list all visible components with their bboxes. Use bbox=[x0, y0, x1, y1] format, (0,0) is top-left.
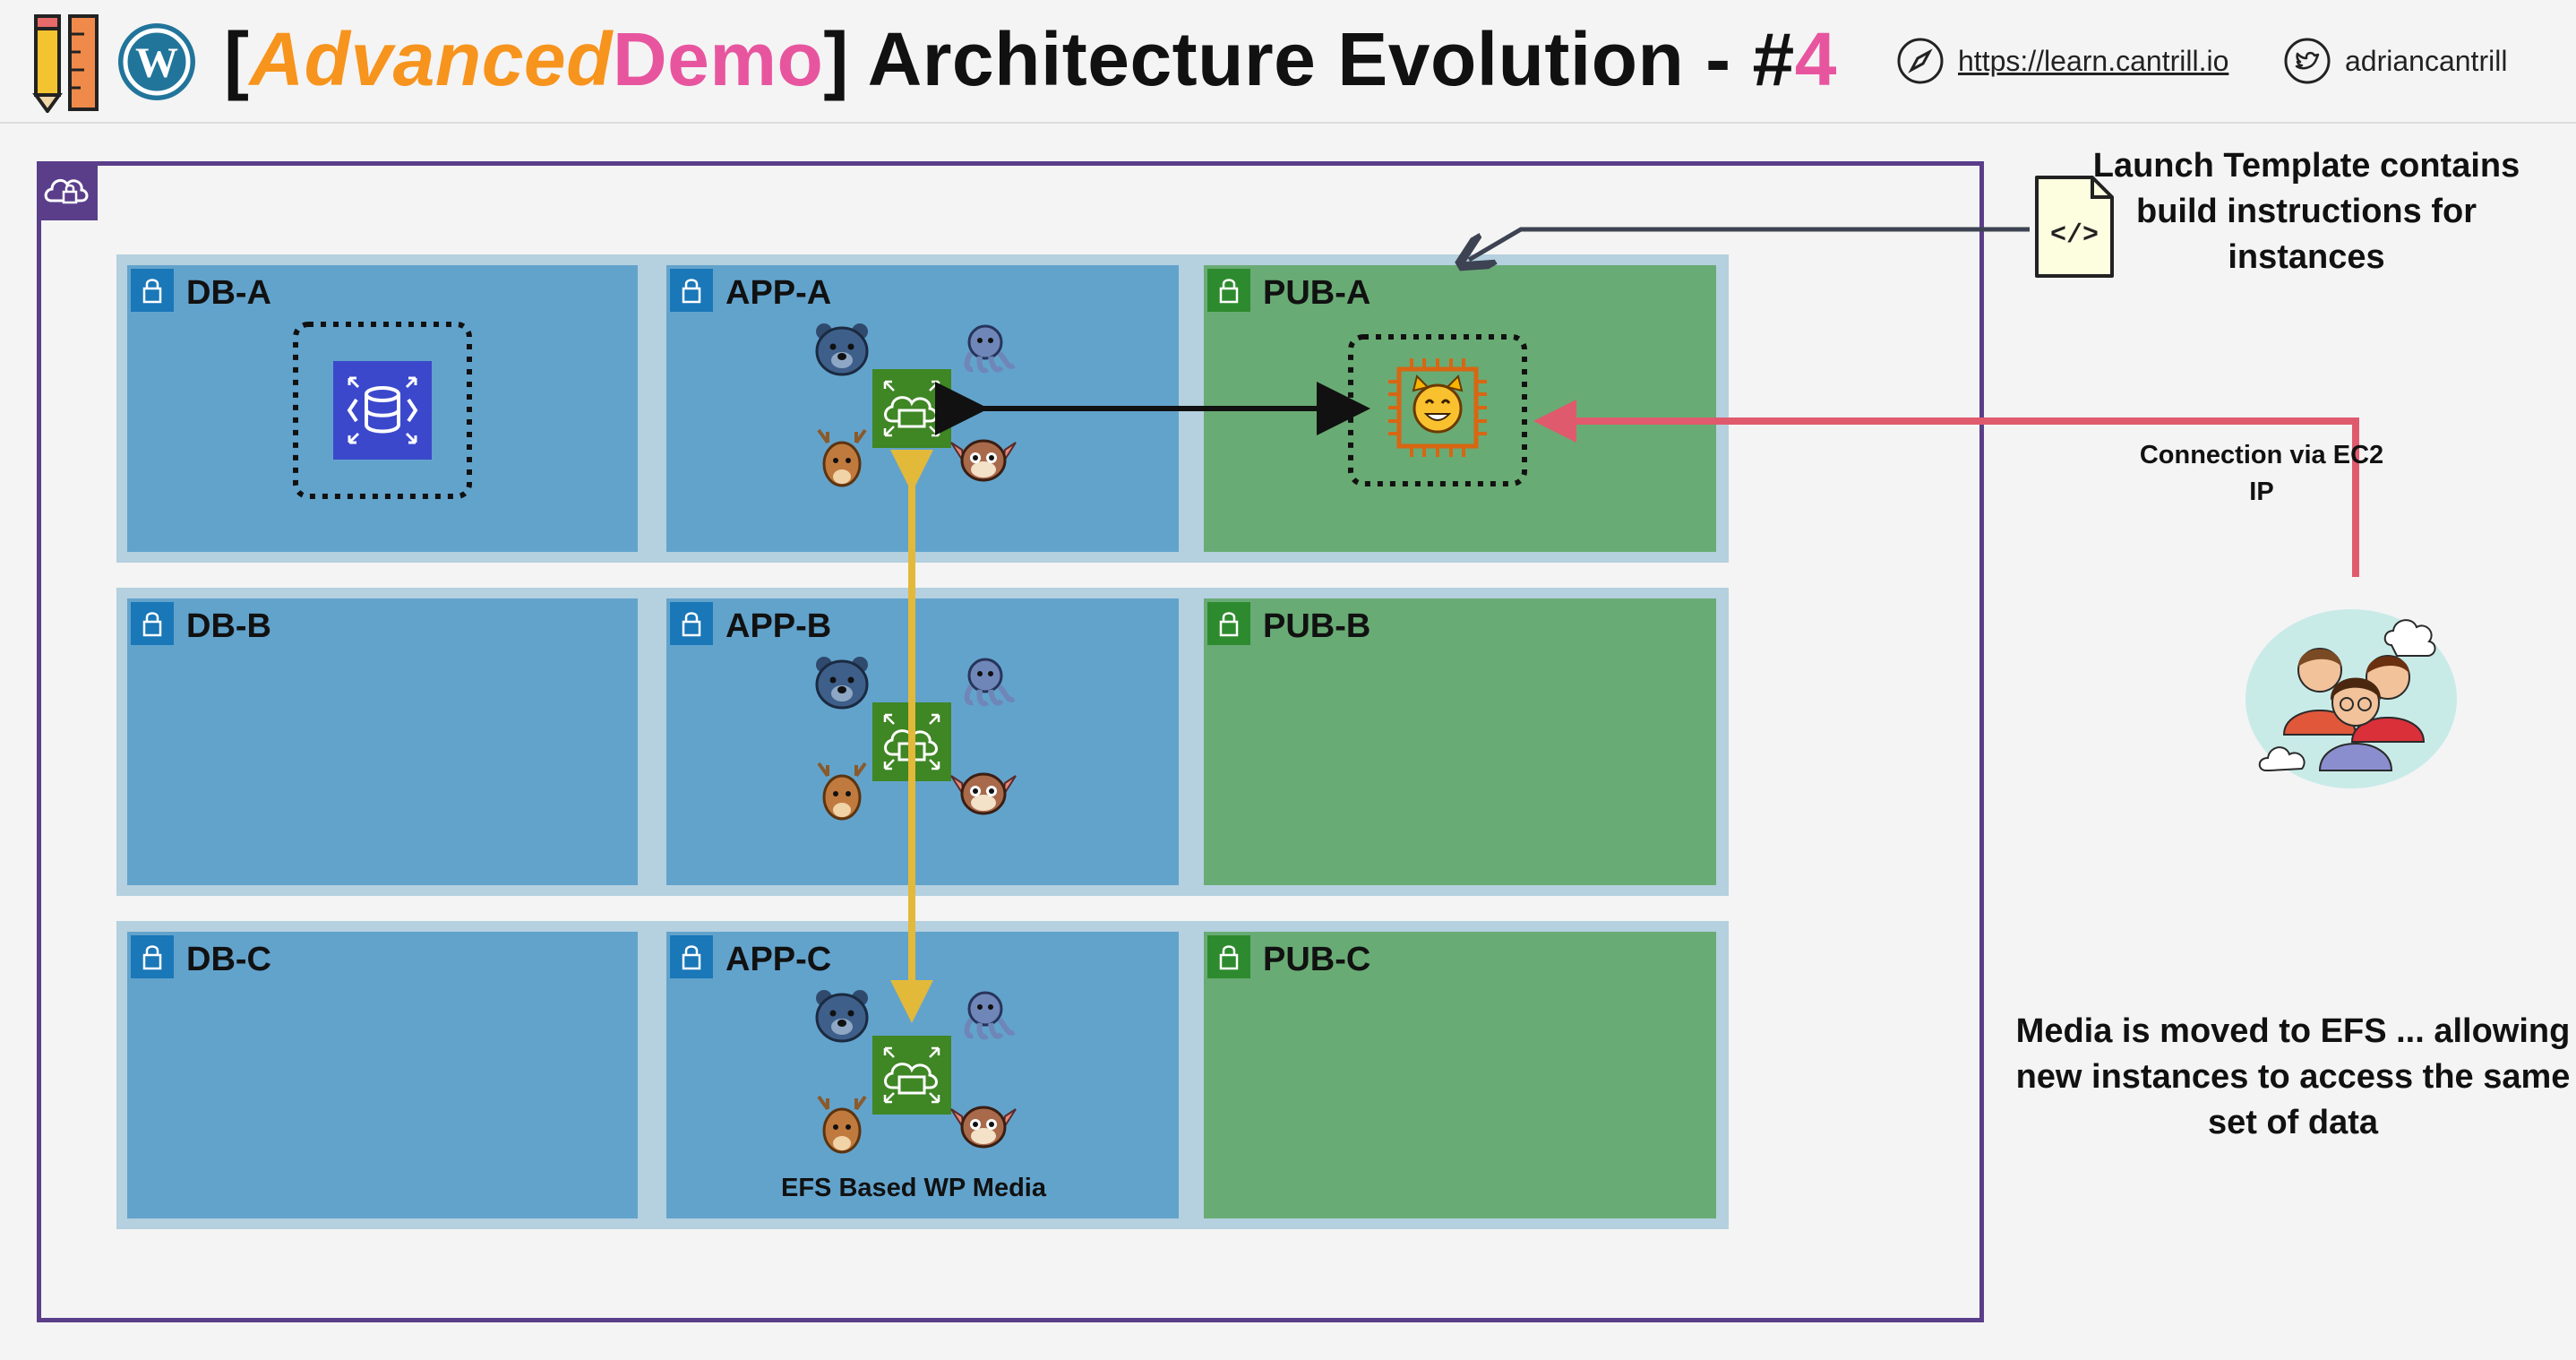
header-bar bbox=[0, 0, 2576, 124]
vpc-container bbox=[37, 161, 1984, 1322]
wordpress-icon: W bbox=[118, 23, 195, 100]
lock-icon bbox=[1207, 935, 1250, 978]
site-link[interactable]: https://learn.cantrill.io bbox=[1958, 45, 2229, 77]
lock-icon bbox=[670, 602, 713, 645]
rds-icon bbox=[333, 361, 432, 460]
subnet-label: PUB-B bbox=[1263, 607, 1371, 645]
subnet-pub-c: PUB-C bbox=[1204, 932, 1716, 1218]
page-title: [AdvancedDemo] Architecture Evolution - … bbox=[224, 16, 1837, 103]
bear-icon bbox=[815, 657, 869, 710]
lock-icon bbox=[131, 602, 174, 645]
lock-icon bbox=[131, 935, 174, 978]
subnet-db-b: DB-B bbox=[127, 598, 638, 885]
user-connection-arrow bbox=[1533, 400, 2359, 577]
subnet-pub-b: PUB-B bbox=[1204, 598, 1716, 885]
svg-text:W: W bbox=[135, 39, 178, 87]
title-main: Architecture Evolution - # bbox=[867, 17, 1795, 101]
efs-caption: EFS Based WP Media bbox=[781, 1174, 1046, 1202]
title-number: 4 bbox=[1794, 17, 1837, 101]
rds-instance bbox=[293, 322, 472, 499]
vpc-badge bbox=[37, 161, 98, 220]
svg-text:</>: </> bbox=[2050, 220, 2099, 251]
ec2-instance-icon bbox=[1388, 358, 1487, 457]
lock-icon bbox=[670, 935, 713, 978]
title-demo: Demo bbox=[612, 17, 824, 101]
pencil-icon bbox=[32, 14, 63, 113]
deer-icon bbox=[817, 1095, 867, 1154]
subnet-label: DB-A bbox=[186, 274, 271, 312]
efs-icon bbox=[872, 1036, 951, 1115]
deer-icon bbox=[817, 762, 867, 821]
title-open-bracket: [ bbox=[224, 17, 250, 101]
users-icon bbox=[2245, 609, 2457, 788]
gremlin-icon bbox=[950, 439, 1017, 482]
twitter-icon[interactable] bbox=[2282, 36, 2332, 86]
subnet-label: DB-B bbox=[186, 607, 271, 645]
subnet-db-c: DB-C bbox=[127, 932, 638, 1218]
title-advanced: Advanced bbox=[249, 17, 613, 101]
lock-icon bbox=[131, 269, 174, 312]
lock-icon bbox=[1207, 269, 1250, 312]
lock-icon bbox=[1207, 602, 1250, 645]
subnet-label: PUB-C bbox=[1263, 941, 1371, 978]
launch-template-icon: </> bbox=[2035, 176, 2114, 278]
efs-cluster-c bbox=[815, 990, 1017, 1154]
deer-icon bbox=[817, 428, 867, 487]
twitter-handle[interactable]: adriancantrill bbox=[2345, 45, 2508, 77]
pencil-ruler-logo bbox=[32, 14, 99, 113]
cat-icon bbox=[1412, 374, 1464, 434]
octopus-icon bbox=[964, 324, 1016, 374]
gremlin-icon bbox=[950, 1106, 1017, 1149]
user-center bbox=[2318, 677, 2393, 771]
vpc-cloud-icon bbox=[44, 178, 89, 204]
subnet-label: DB-C bbox=[186, 941, 271, 978]
ruler-icon bbox=[68, 14, 99, 111]
launch-template-arrow bbox=[1469, 227, 2030, 260]
ec2-instance bbox=[1348, 334, 1527, 486]
subnet-label: PUB-A bbox=[1263, 274, 1371, 312]
subnet-label: APP-A bbox=[726, 274, 832, 312]
gremlin-icon bbox=[950, 772, 1017, 815]
title-close-bracket: ] bbox=[823, 17, 849, 101]
launch-template-note: Launch Template contains build instructi… bbox=[2092, 147, 2520, 276]
subnet-label: APP-B bbox=[726, 607, 832, 645]
bear-icon bbox=[815, 323, 869, 376]
bear-icon bbox=[815, 990, 869, 1043]
octopus-icon bbox=[964, 658, 1016, 707]
octopus-icon bbox=[964, 991, 1016, 1040]
connection-note: Connection via EC2 IP bbox=[2139, 441, 2384, 506]
media-note: Media is moved to EFS ... allowing new i… bbox=[2015, 1012, 2571, 1141]
subnet-label: APP-C bbox=[726, 941, 832, 978]
compass-icon bbox=[1897, 38, 1944, 84]
lock-icon bbox=[670, 269, 713, 312]
